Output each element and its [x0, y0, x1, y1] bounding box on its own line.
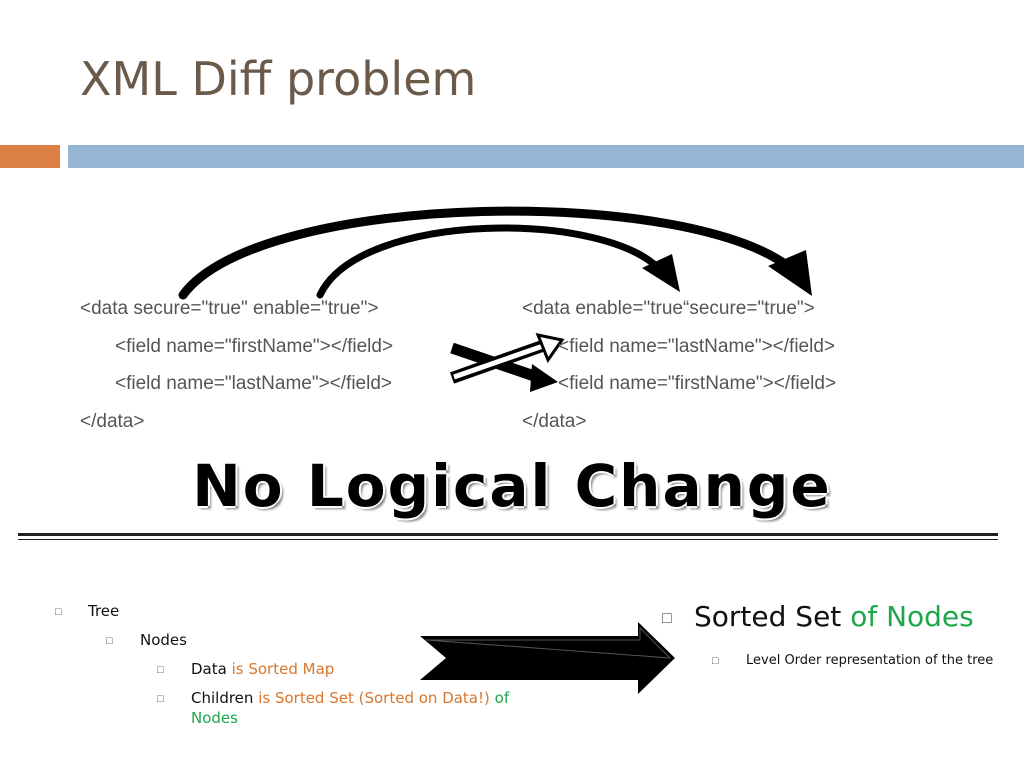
right-xml-line-1: <data enable="true“secure="true">	[522, 298, 815, 319]
bullet-data-desc: is Sorted Map	[231, 660, 335, 678]
straight-arrow-up-fill	[453, 343, 544, 380]
bullet-tree: Tree	[88, 602, 120, 620]
block-arrow-highlight	[425, 626, 672, 659]
bullet-children-label: Children	[191, 689, 254, 707]
left-xml-line-4: </data>	[80, 411, 145, 432]
bullet-data: Data is Sorted Map	[191, 660, 334, 678]
no-logical-change-headline: No Logical Change	[192, 452, 832, 520]
left-xml-line-2: <field name="firstName"></field>	[115, 336, 394, 357]
right-xml-line-4: </data>	[522, 411, 587, 432]
bullet-square-icon: □	[106, 635, 113, 647]
left-xml-line-3: <field name="lastName"></field>	[115, 373, 393, 394]
sorted-set-bullet: Sorted Set of Nodes	[694, 600, 974, 633]
title-band-blue	[68, 145, 1024, 168]
curved-arrow-inner	[316, 224, 666, 299]
bullet-children: Children is Sorted Set (Sorted on Data!)…	[191, 689, 509, 707]
curved-arrow-outer	[178, 206, 800, 300]
straight-arrow-down-head	[530, 364, 558, 392]
bullet-children-desc: is Sorted Set (Sorted on Data!)	[258, 689, 490, 707]
bullet-square-icon: □	[712, 655, 719, 667]
title-band-orange	[0, 145, 60, 168]
curved-arrow-outer-head	[768, 250, 812, 296]
level-order-bullet: Level Order representation of the tree	[746, 653, 994, 668]
bullet-square-icon: □	[157, 664, 164, 676]
right-xml-line-2: <field name="lastName"></field>	[558, 336, 836, 357]
bullet-square-icon: □	[157, 693, 164, 705]
bullet-nodes: Nodes	[140, 631, 187, 649]
divider-thin	[18, 539, 998, 540]
left-xml-line-1: <data secure="true" enable="true">	[80, 298, 379, 319]
straight-arrow-up-head	[535, 332, 565, 364]
bullet-children-nodes: Nodes	[191, 709, 238, 727]
of-nodes-label: of Nodes	[850, 600, 974, 633]
bullet-square-icon: □	[662, 610, 672, 627]
bullet-data-label: Data	[191, 660, 227, 678]
divider-thick	[18, 533, 998, 536]
bullet-children-of: of	[494, 689, 510, 707]
block-arrow	[420, 622, 675, 694]
right-xml-line-3: <field name="firstName"></field>	[558, 373, 837, 394]
sorted-set-label: Sorted Set	[694, 600, 842, 633]
curved-arrow-inner-head	[642, 254, 680, 292]
bullet-square-icon: □	[55, 606, 62, 618]
slide-title: XML Diff problem	[80, 52, 477, 106]
